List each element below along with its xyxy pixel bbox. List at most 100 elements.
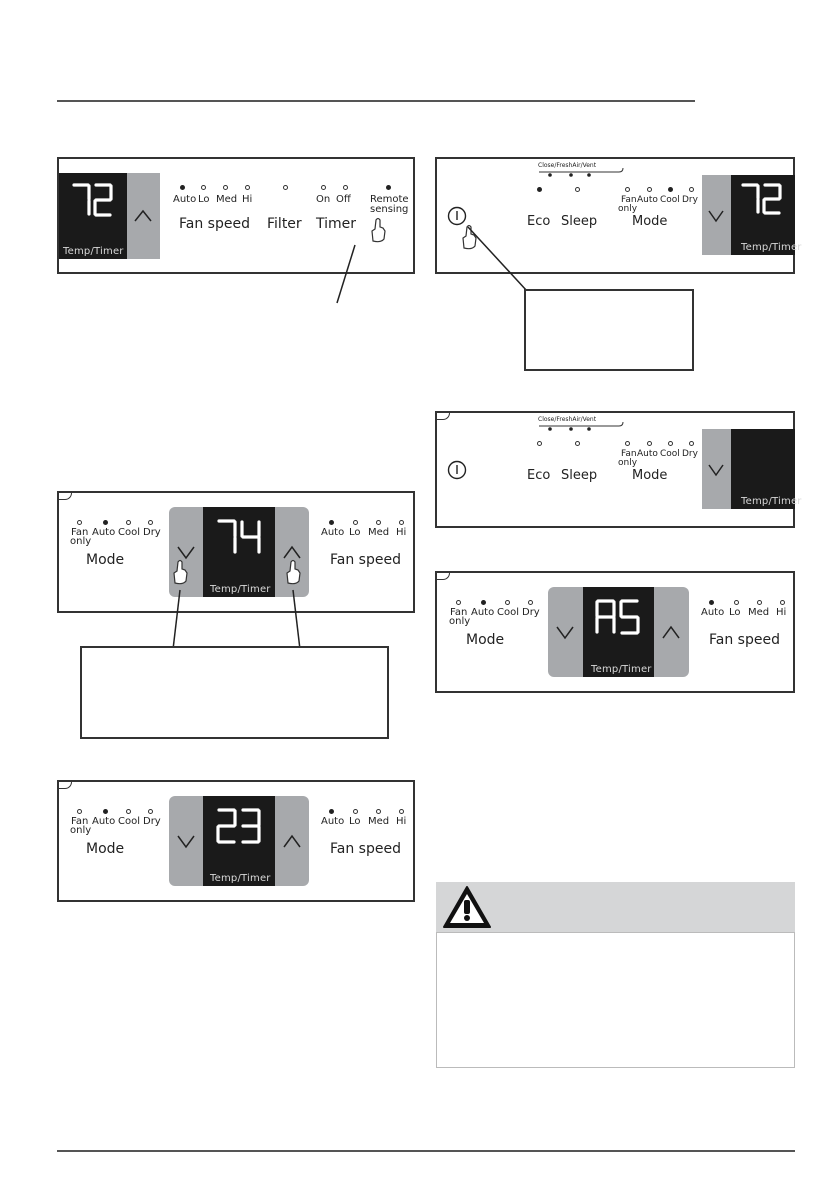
eco-indicator xyxy=(537,441,542,446)
fan-med-label: Med xyxy=(368,527,390,538)
temp-display-blank: Temp/Timer xyxy=(731,429,801,509)
mode-fan-only-indicator xyxy=(77,520,82,525)
mode-fan-only-indicator xyxy=(625,441,630,446)
mode-button[interactable]: Mode xyxy=(466,632,505,648)
sleep-button[interactable]: Sleep xyxy=(561,468,598,483)
mode-cool-indicator xyxy=(126,809,131,814)
up-button[interactable] xyxy=(275,796,309,886)
chevron-down-icon xyxy=(177,835,195,849)
mode-dry-indicator xyxy=(528,600,533,605)
up-button[interactable] xyxy=(654,587,689,677)
mode-cool-label: Cool xyxy=(660,449,680,459)
fan-speed-button[interactable]: Fan speed xyxy=(330,841,401,857)
down-button[interactable] xyxy=(548,587,583,677)
mode-dry-indicator xyxy=(148,520,153,525)
temp-timer-label: Temp/Timer xyxy=(210,584,271,595)
fan-hi-label: Hi xyxy=(776,607,787,618)
remote-sensing-label-1: Remote xyxy=(370,194,409,205)
fan-hi-indicator xyxy=(245,185,250,190)
mode-auto-indicator xyxy=(481,600,486,605)
down-button[interactable] xyxy=(169,796,203,886)
chevron-down-icon xyxy=(708,464,724,477)
fan-speed-button[interactable]: Fan speed xyxy=(179,216,250,232)
chevron-down-icon xyxy=(177,546,195,560)
mode-cool-indicator xyxy=(126,520,131,525)
fan-auto-indicator xyxy=(180,185,185,190)
mode-fan-label: Fan xyxy=(71,527,89,538)
temp-timer-label: Temp/Timer xyxy=(210,873,271,884)
sleep-indicator xyxy=(575,441,580,446)
chevron-down-icon xyxy=(556,626,574,640)
remote-sensing-label-2[interactable]: sensing xyxy=(370,204,409,215)
filter-indicator xyxy=(283,185,288,190)
chevron-up-icon xyxy=(283,545,301,559)
mode-cool-indicator xyxy=(668,187,673,192)
control-panel-3: Close/FreshAir/Vent Eco Sleep Fan only A… xyxy=(435,411,801,528)
temp-display: Temp/Timer xyxy=(59,173,127,259)
callout-line-1 xyxy=(336,244,356,304)
mode-button[interactable]: Mode xyxy=(86,841,125,857)
mode-cool-label: Cool xyxy=(118,816,140,827)
fan-lo-indicator xyxy=(201,185,206,190)
fan-med-label: Med xyxy=(748,607,770,618)
mode-auto-label: Auto xyxy=(471,607,495,618)
fan-speed-button[interactable]: Fan speed xyxy=(330,552,401,568)
warning-body xyxy=(436,932,795,1068)
power-icon[interactable] xyxy=(447,460,467,480)
power-icon[interactable] xyxy=(447,206,467,226)
mode-cool-indicator xyxy=(505,600,510,605)
mode-button[interactable]: Mode xyxy=(86,552,125,568)
remote-sensing-indicator xyxy=(386,185,391,190)
mode-button[interactable]: Mode xyxy=(632,468,668,483)
mode-auto-label: Auto xyxy=(92,527,116,538)
up-button[interactable] xyxy=(127,173,160,259)
fan-hi-indicator xyxy=(780,600,785,605)
temp-display: Temp/Timer xyxy=(203,796,275,886)
warning-icon xyxy=(443,886,491,928)
mode-button[interactable]: Mode xyxy=(632,214,668,229)
mode-fan-label: Fan xyxy=(450,607,468,618)
timer-off-label: Off xyxy=(336,194,351,205)
eco-button[interactable]: Eco xyxy=(527,214,551,229)
fan-med-indicator xyxy=(757,600,762,605)
mode-fan-only-indicator xyxy=(77,809,82,814)
down-button[interactable] xyxy=(702,175,731,255)
panel-corner xyxy=(57,491,72,500)
eco-button[interactable]: Eco xyxy=(527,468,551,483)
sleep-button[interactable]: Sleep xyxy=(561,214,598,229)
fan-med-indicator xyxy=(376,520,381,525)
pointing-hand-icon xyxy=(286,559,301,585)
fan-med-indicator xyxy=(376,809,381,814)
temp-display: Temp/Timer xyxy=(731,175,801,255)
fan-hi-label: Hi xyxy=(396,816,407,827)
chevron-up-icon xyxy=(134,209,152,222)
temp-timer-label: Temp/Timer xyxy=(741,496,802,507)
mode-cool-label: Cool xyxy=(118,527,140,538)
fan-auto-label: Auto xyxy=(173,194,197,205)
mode-cool-label: Cool xyxy=(660,195,680,205)
down-button[interactable] xyxy=(702,429,731,509)
header-rule xyxy=(57,100,695,102)
seven-segment-digits xyxy=(72,183,113,217)
timer-button[interactable]: Timer xyxy=(316,216,357,232)
mode-auto-indicator xyxy=(103,809,108,814)
mode-only-label: only xyxy=(618,204,638,214)
filter-button[interactable]: Filter xyxy=(267,216,302,232)
mode-only-label: only xyxy=(70,825,92,836)
fan-med-label: Med xyxy=(216,194,238,205)
panel-corner xyxy=(435,411,450,420)
control-panel-5: Fan only Auto Cool Dry Mode Temp/Timer A… xyxy=(435,571,795,693)
fan-lo-label: Lo xyxy=(198,194,210,205)
control-panel-4: Fan only Auto Cool Dry Mode Temp/Timer A… xyxy=(57,491,415,613)
mode-fan-label: Fan xyxy=(621,449,637,459)
callout-box-1 xyxy=(524,289,694,371)
fan-auto-label: Auto xyxy=(321,527,345,538)
callout-box-2 xyxy=(80,646,389,739)
mode-auto-label: Auto xyxy=(92,816,116,827)
mode-dry-label: Dry xyxy=(682,195,698,205)
warning-header xyxy=(436,882,795,932)
mode-only-label: only xyxy=(618,458,638,468)
fan-speed-button[interactable]: Fan speed xyxy=(709,632,780,648)
vent-bracket xyxy=(539,167,624,177)
fan-auto-label: Auto xyxy=(321,816,345,827)
